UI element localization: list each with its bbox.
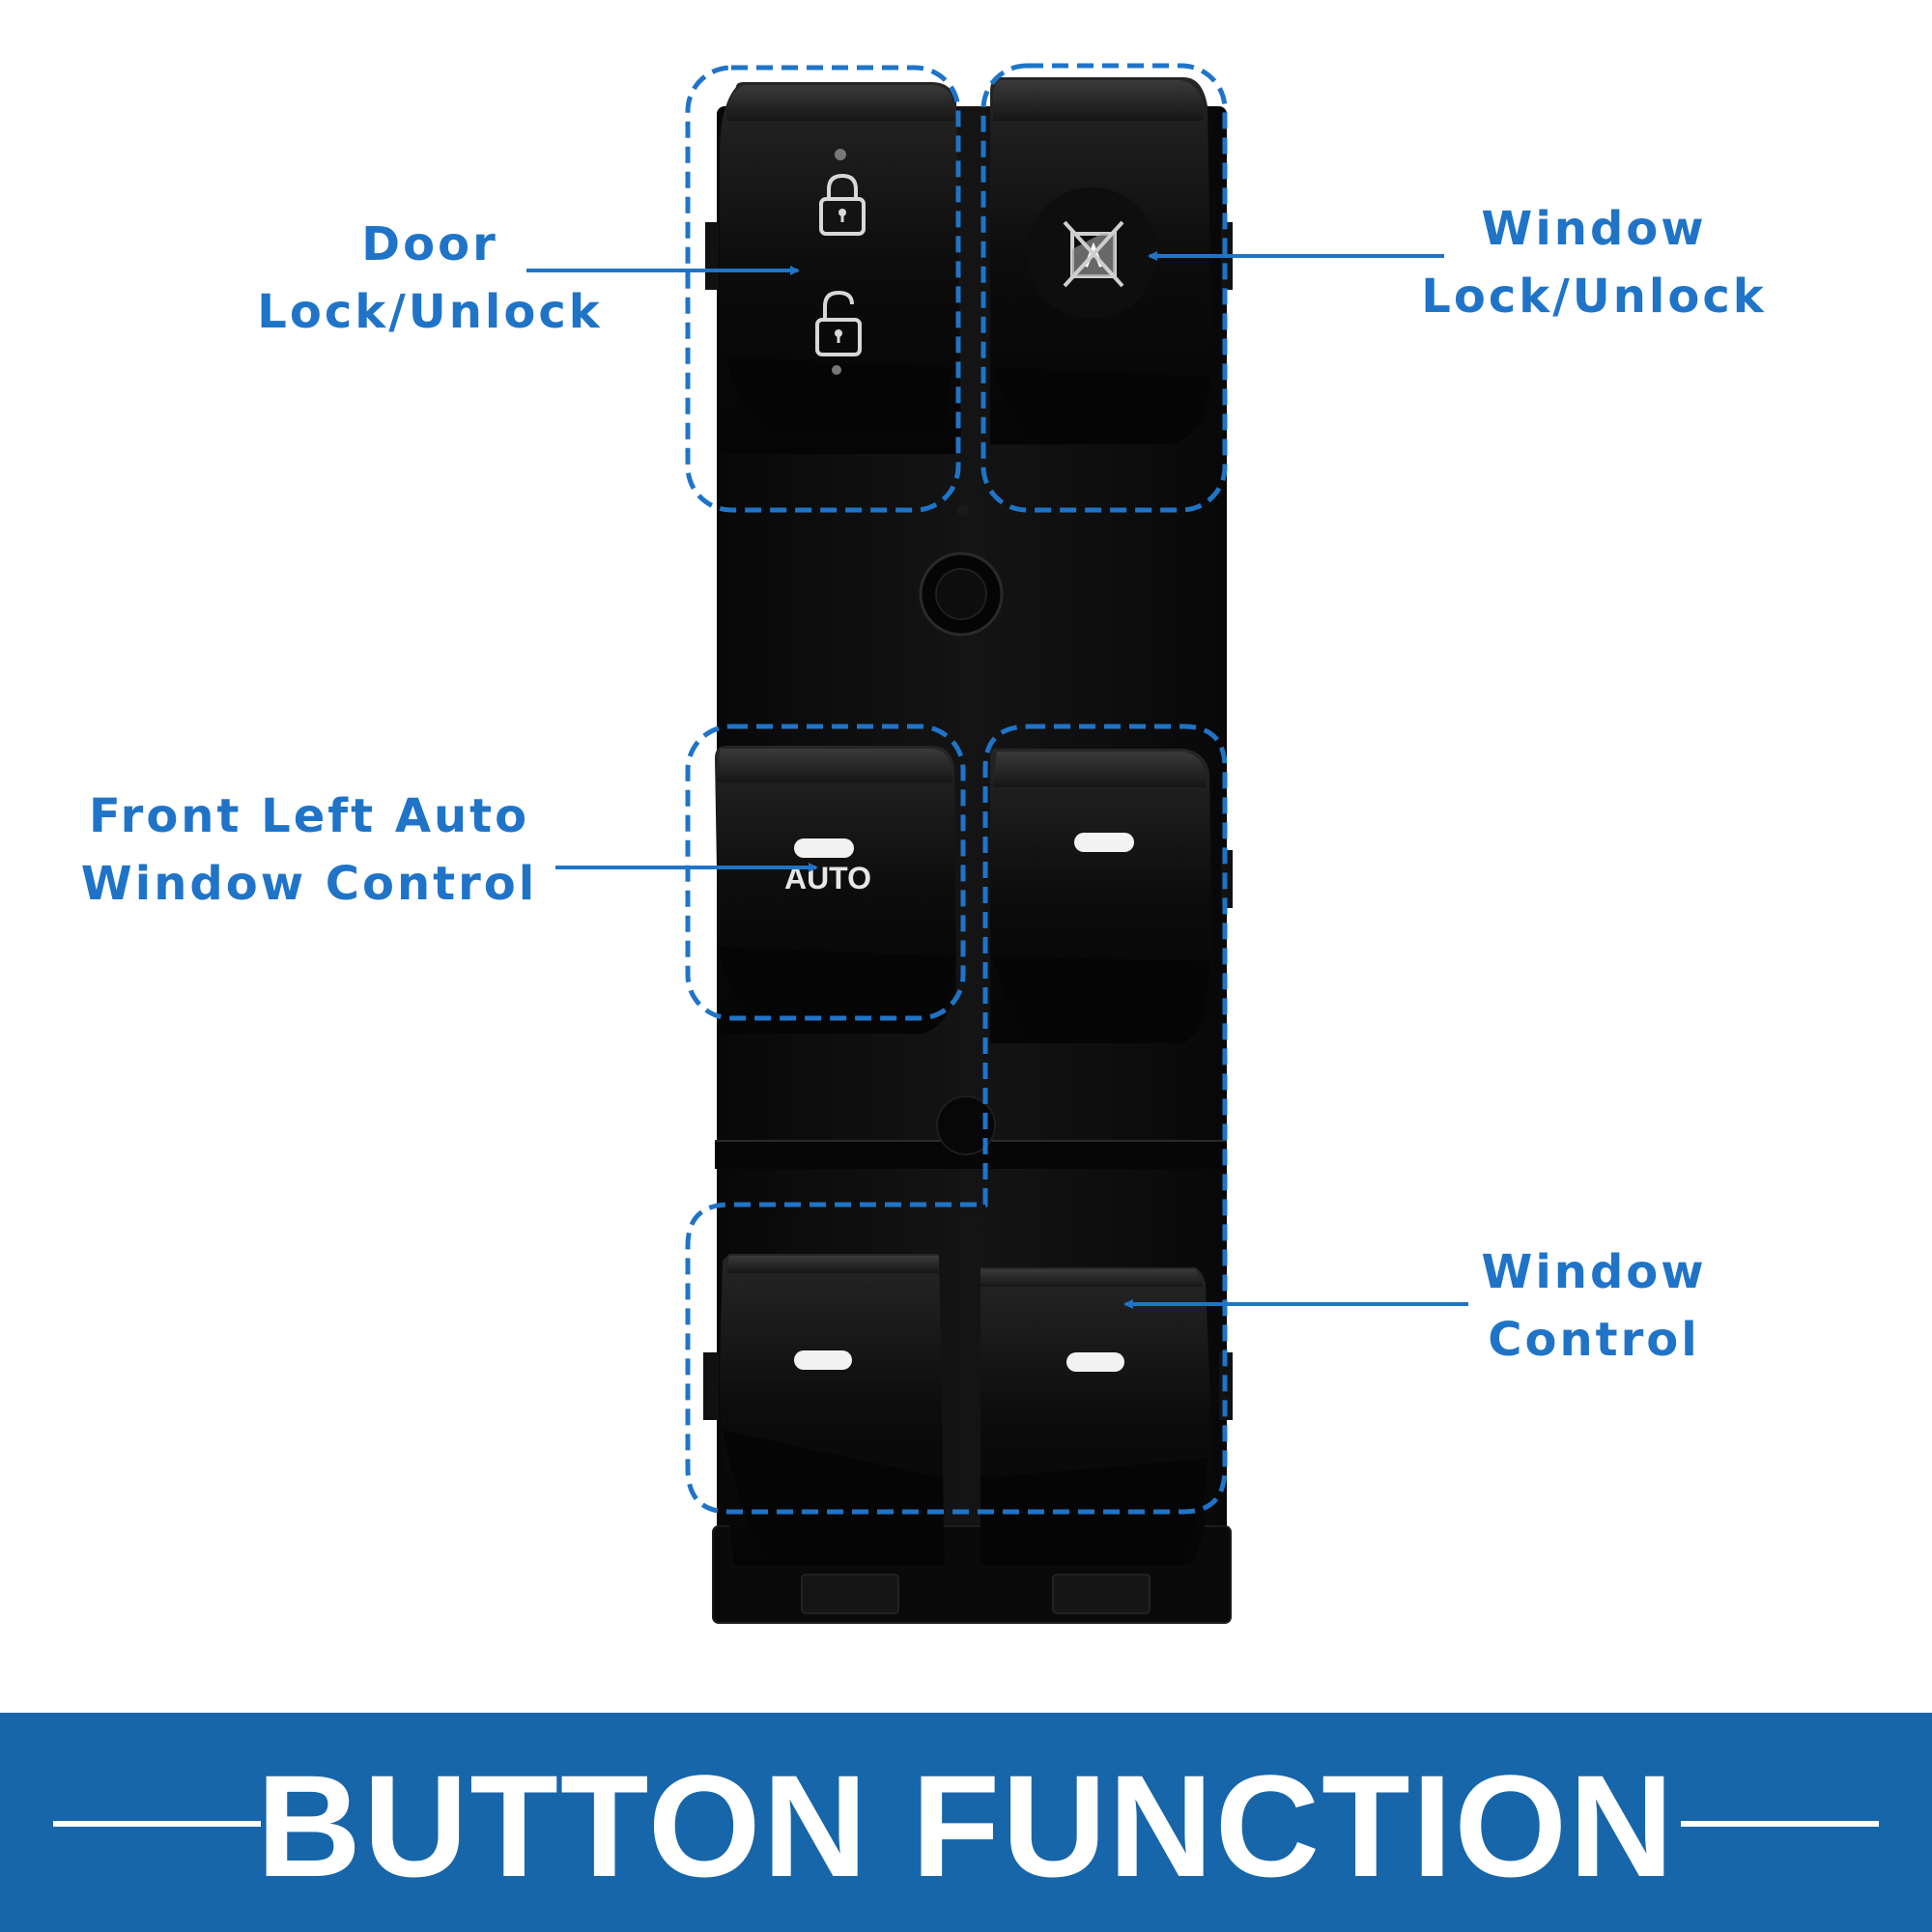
banner-rule-left	[53, 1821, 261, 1827]
window-lock-icon	[1063, 220, 1124, 288]
window-control-label-line1: Window	[1481, 1245, 1707, 1299]
window-control-outline	[685, 724, 1228, 1515]
indicator-light	[794, 838, 854, 858]
indicator-light	[794, 1350, 852, 1370]
window-control-label: Window Control	[1439, 1238, 1748, 1374]
lock-closed-icon	[819, 173, 866, 236]
door-lock-switch[interactable]	[720, 82, 961, 454]
auto-window-outline	[685, 724, 966, 1021]
indicator-light	[1074, 833, 1134, 852]
door-lock-outline	[685, 65, 961, 513]
front-left-auto-switch[interactable]: AUTO	[715, 746, 956, 1034]
lock-open-icon	[815, 290, 862, 356]
front-left-auto-label-line2: Window Control	[80, 857, 538, 911]
window-lock-label-line2: Lock/Unlock	[1421, 270, 1767, 324]
banner-rule-right	[1681, 1821, 1879, 1827]
door-lock-label: Door Lock/Unlock	[242, 211, 618, 346]
front-left-auto-label-line1: Front Left Auto	[88, 789, 530, 843]
window-lock-label-line1: Window	[1481, 202, 1707, 256]
front-right-window-switch[interactable]	[990, 749, 1212, 1043]
title-banner	[0, 1713, 1932, 1932]
callout-arrows	[526, 251, 1468, 1309]
banner-title: BUTTON FUNCTION	[256, 1745, 1676, 1907]
center-screw	[919, 504, 1004, 1155]
door-lock-label-line2: Lock/Unlock	[257, 285, 603, 339]
window-lock-label: Window Lock/Unlock	[1391, 195, 1797, 330]
window-control-label-line2: Control	[1488, 1313, 1700, 1367]
indicator-light	[1066, 1352, 1124, 1372]
window-lock-outline	[980, 63, 1228, 513]
callout-outlines	[685, 63, 1228, 1515]
rear-right-window-switch[interactable]	[980, 1267, 1212, 1565]
front-left-auto-label: Front Left Auto Window Control	[68, 782, 551, 918]
rear-left-window-switch[interactable]	[720, 1254, 945, 1565]
window-lock-switch[interactable]	[990, 77, 1212, 444]
door-lock-label-line1: Door	[361, 217, 498, 271]
